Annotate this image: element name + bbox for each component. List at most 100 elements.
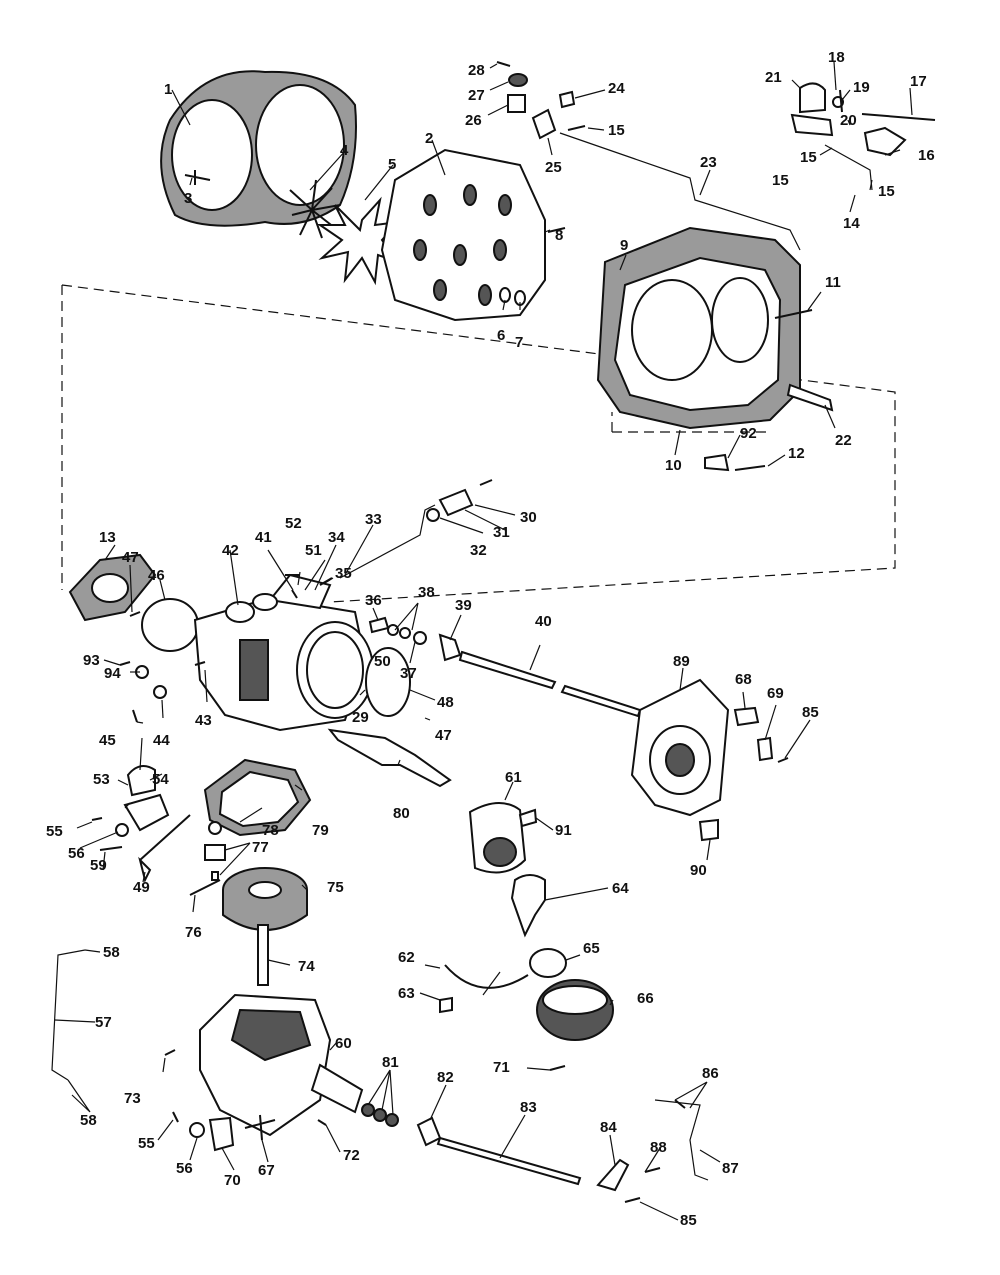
part-label-16: 16 [918, 147, 935, 164]
part-label-89: 89 [673, 653, 690, 670]
part-label-62: 62 [398, 949, 415, 966]
part-label-18: 18 [828, 49, 845, 66]
part-label-83: 83 [520, 1099, 537, 1116]
part-label-82: 82 [437, 1069, 454, 1086]
part-label-65: 65 [583, 940, 600, 957]
needle-74 [257, 924, 269, 986]
part-label-17: 17 [910, 73, 927, 90]
part-label-3: 3 [184, 190, 192, 207]
bracket-80 [327, 728, 452, 788]
part-label-69: 69 [767, 685, 784, 702]
part-label-34: 34 [328, 529, 345, 546]
part-label-15b: 15 [800, 149, 817, 166]
diaphragm-46 [141, 598, 199, 652]
part-label-19: 19 [853, 79, 870, 96]
filter-61 [468, 802, 538, 874]
part-label-72: 72 [343, 1147, 360, 1164]
linkage-30-31-32 [426, 479, 493, 522]
part-label-20: 20 [840, 112, 857, 129]
part-label-67: 67 [258, 1162, 275, 1179]
part-label-24: 24 [608, 80, 625, 97]
part-label-94: 94 [104, 665, 121, 682]
part-label-48: 48 [437, 694, 454, 711]
part-label-81: 81 [382, 1054, 399, 1071]
part-label-46: 46 [148, 567, 165, 584]
part-label-87: 87 [722, 1160, 739, 1177]
part-label-85b: 85 [680, 1212, 697, 1229]
part-label-55a: 55 [46, 823, 63, 840]
float-parts [189, 821, 226, 896]
small-parts-top [184, 61, 586, 306]
part-label-59: 59 [90, 857, 107, 874]
part-label-43: 43 [195, 712, 212, 729]
part-label-57: 57 [95, 1014, 112, 1031]
part-label-31: 31 [493, 524, 510, 541]
part-label-11: 11 [825, 274, 841, 291]
part-label-5: 5 [388, 156, 396, 173]
clamp-62 [439, 964, 529, 1014]
gasket-13 [68, 553, 157, 622]
part-label-61: 61 [505, 769, 522, 786]
part-label-70: 70 [224, 1172, 241, 1189]
part-label-85a: 85 [802, 704, 819, 721]
part-label-74: 74 [298, 958, 315, 975]
part-label-15d: 15 [878, 183, 895, 200]
part-label-6: 6 [497, 327, 505, 344]
part-label-49: 49 [133, 879, 150, 896]
part-label-92: 92 [740, 425, 757, 442]
part-label-68: 68 [735, 671, 752, 688]
impeller-5 [316, 196, 401, 286]
part-label-64: 64 [612, 880, 629, 897]
rod-83 [436, 1136, 582, 1186]
fuel-pump-89 [630, 678, 730, 817]
part-labels: 1 2 3 4 5 6 7 8 9 10 11 12 13 14 15 15 1… [46, 49, 935, 1229]
cover-9 [596, 226, 801, 430]
part-label-55b: 55 [138, 1135, 155, 1152]
plate-2 [380, 148, 546, 322]
part-label-63: 63 [398, 985, 415, 1002]
bowl-66 [536, 979, 614, 1041]
part-label-54: 54 [152, 771, 169, 788]
part-label-36: 36 [365, 592, 382, 609]
screws-11-22-12 [704, 309, 834, 472]
part-label-8: 8 [555, 227, 563, 244]
seal-65 [529, 948, 567, 978]
lower-left-linkage [91, 765, 191, 883]
part-label-15a: 15 [608, 122, 625, 139]
part-label-78: 78 [262, 822, 279, 839]
part-label-27: 27 [468, 87, 485, 104]
part-label-30: 30 [520, 509, 537, 526]
part-label-60: 60 [335, 1035, 352, 1052]
tube-57 [51, 949, 86, 1081]
filter-64 [510, 874, 546, 938]
diaphragm-48 [365, 647, 411, 717]
part-label-80: 80 [393, 805, 410, 822]
part-label-40: 40 [535, 613, 552, 630]
part-label-14: 14 [843, 215, 860, 232]
part-label-9: 9 [620, 237, 628, 254]
part-label-91: 91 [555, 822, 572, 839]
part-label-29: 29 [352, 709, 369, 726]
part-label-28: 28 [468, 62, 485, 79]
rod-33 [339, 504, 436, 579]
part-label-88: 88 [650, 1139, 667, 1156]
part-label-58a: 58 [103, 944, 120, 961]
part-label-44: 44 [153, 732, 170, 749]
float-75 [222, 867, 308, 931]
part-label-53: 53 [93, 771, 110, 788]
bottom-right-linkage [596, 1099, 709, 1203]
part-label-71: 71 [493, 1059, 510, 1076]
part-label-33: 33 [365, 511, 382, 528]
leader-lines [54, 61, 913, 1221]
part-label-25: 25 [545, 159, 562, 176]
part-label-4: 4 [340, 142, 349, 159]
bowl-60 [199, 993, 364, 1137]
part-label-52: 52 [285, 515, 302, 532]
part-label-76: 76 [185, 924, 202, 941]
part-label-51: 51 [305, 542, 322, 559]
part-label-45: 45 [99, 732, 116, 749]
pump-fittings [698, 706, 789, 842]
part-label-56b: 56 [176, 1160, 193, 1177]
part-label-15c: 15 [772, 172, 789, 189]
part-label-21: 21 [765, 69, 782, 86]
